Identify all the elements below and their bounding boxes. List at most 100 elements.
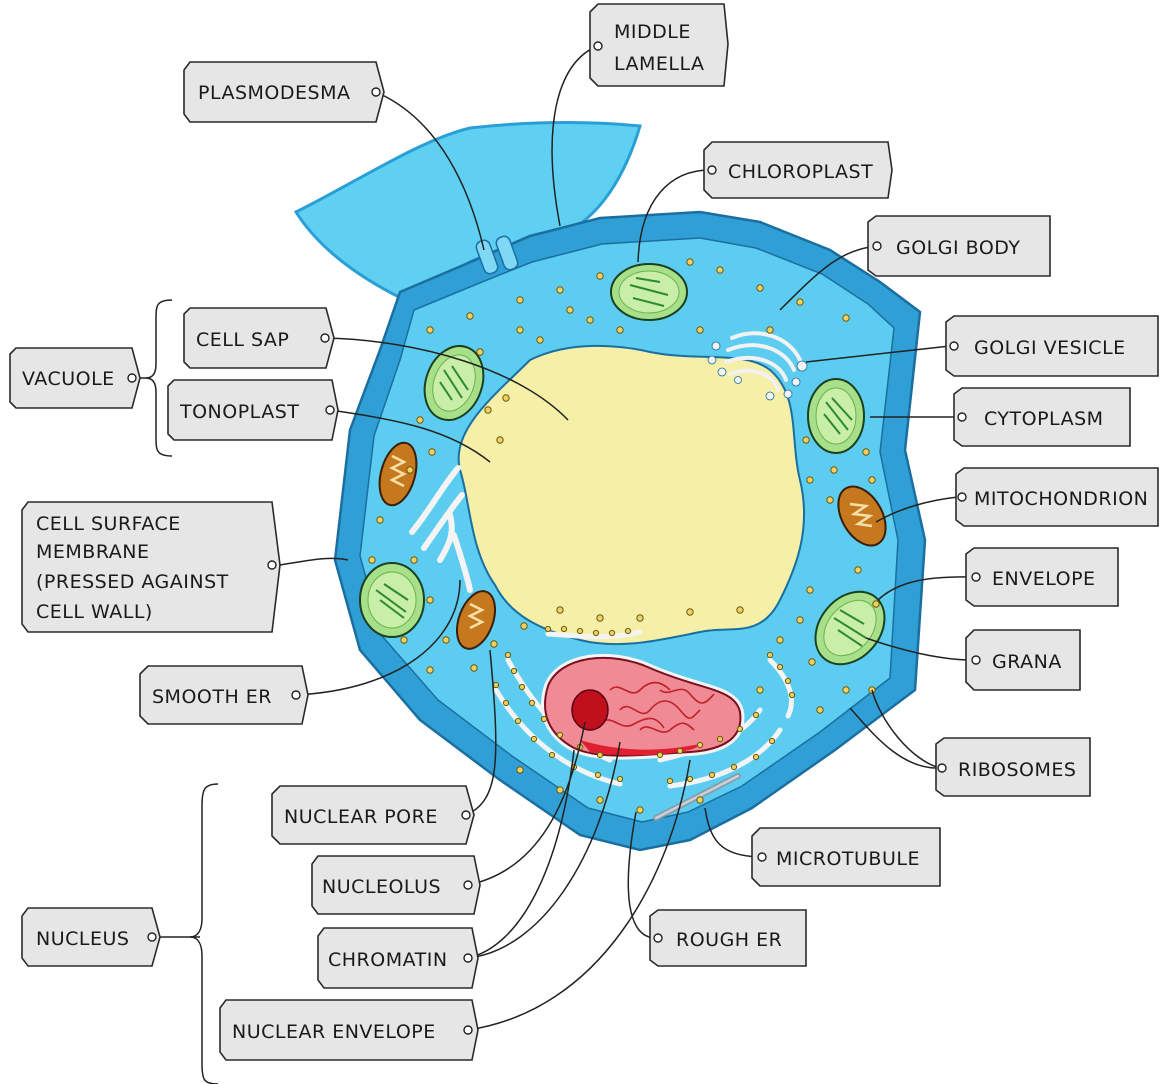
- ribosome-dot: [697, 742, 702, 747]
- ribosome-dot: [541, 716, 546, 721]
- ribosome-dot: [443, 637, 449, 643]
- svg-text:CELL WALL): CELL WALL): [36, 601, 153, 623]
- svg-text:RIBOSOMES: RIBOSOMES: [958, 759, 1076, 781]
- ribosome-dot: [637, 615, 643, 621]
- label-vacuole: VACUOLE: [10, 348, 140, 408]
- label-nuclear-pore: NUCLEAR PORE: [272, 786, 474, 844]
- ribosome-dot: [797, 299, 803, 305]
- ribosome-dot: [377, 517, 383, 523]
- svg-text:CELL SAP: CELL SAP: [196, 329, 289, 351]
- ribosome-dot: [521, 623, 527, 629]
- svg-text:ENVELOPE: ENVELOPE: [992, 568, 1096, 590]
- label-nucleolus: NUCLEOLUS: [312, 856, 480, 914]
- svg-text:(PRESSED AGAINST: (PRESSED AGAINST: [36, 571, 229, 593]
- svg-text:NUCLEOLUS: NUCLEOLUS: [322, 876, 441, 898]
- ribosome-dot: [401, 637, 407, 643]
- ribosome-dot: [537, 337, 543, 343]
- label-smooth-er: SMOOTH ER: [140, 666, 308, 724]
- ribosome-dot: [467, 313, 473, 319]
- ribosome-dot: [767, 327, 773, 333]
- svg-text:MIDDLE: MIDDLE: [614, 21, 691, 43]
- svg-text:CHLOROPLAST: CHLOROPLAST: [728, 161, 873, 183]
- ribosome-dot: [717, 736, 722, 741]
- label-chromatin: CHROMATIN: [318, 928, 478, 988]
- ribosome-dot: [407, 467, 413, 473]
- ribosome-dot: [831, 467, 837, 473]
- ribosome-dot: [531, 736, 536, 741]
- ribosome-dot: [529, 700, 534, 705]
- ribosome-dot: [753, 754, 758, 759]
- ribosome-dot: [855, 567, 861, 573]
- ribosome-dot: [797, 617, 803, 623]
- ribosome-dot: [737, 607, 743, 613]
- label-nuclear-envelope: NUCLEAR ENVELOPE: [220, 1000, 478, 1060]
- ribosome-dot: [657, 752, 662, 757]
- svg-text:LAMELLA: LAMELLA: [614, 53, 705, 75]
- ribosome-dot: [427, 667, 433, 673]
- ribosome-dot: [427, 327, 433, 333]
- ribosome-dot: [617, 327, 623, 333]
- label-plasmodesma: PLASMODESMA: [184, 62, 384, 122]
- svg-text:GRANA: GRANA: [992, 651, 1062, 673]
- ribosome-dot: [863, 449, 869, 455]
- ribosome-dot: [827, 497, 833, 503]
- ribosome-dot: [503, 395, 509, 401]
- ribosome-dot: [595, 772, 600, 777]
- ribosome-dot: [843, 687, 849, 693]
- ribosome-dot: [717, 267, 723, 273]
- ribosome-dot: [687, 609, 693, 615]
- label-rough-er: ROUGH ER: [650, 910, 806, 966]
- ribosome-dot: [491, 641, 497, 647]
- svg-text:VACUOLE: VACUOLE: [22, 368, 115, 390]
- ribosome-dot: [369, 557, 375, 563]
- ribosome-dot: [807, 477, 813, 483]
- ribosome-dot: [709, 772, 714, 777]
- ribosome-dot: [697, 797, 703, 803]
- ribosome-dot: [789, 692, 794, 697]
- ribosome-dot: [753, 712, 758, 717]
- ribosome-dot: [597, 273, 603, 279]
- svg-text:CYTOPLASM: CYTOPLASM: [984, 408, 1104, 430]
- ribosome-dot: [471, 665, 477, 671]
- ribosome-dot: [427, 597, 433, 603]
- label-nucleus: NUCLEUS: [22, 908, 160, 966]
- label-mitochondrion: MITOCHONDRION: [956, 468, 1158, 526]
- ribosome-dot: [625, 628, 630, 633]
- svg-text:PLASMODESMA: PLASMODESMA: [198, 82, 350, 104]
- svg-text:ROUGH ER: ROUGH ER: [676, 929, 782, 951]
- ribosome-dot: [597, 752, 602, 757]
- ribosome-dot: [557, 787, 563, 793]
- ribosome-dot: [757, 285, 763, 291]
- label-golgi-vesicle: GOLGI VESICLE: [946, 316, 1158, 376]
- ribosome-dot: [549, 752, 554, 757]
- ribosome-dot: [597, 615, 603, 621]
- ribosome-dot: [485, 407, 491, 413]
- label-tonoplast: TONOPLAST: [168, 380, 338, 440]
- nucleolus: [572, 690, 608, 730]
- ribosome-dot: [597, 797, 603, 803]
- ribosome-dot: [697, 327, 703, 333]
- ribosome-dot: [809, 659, 815, 665]
- label-envelope: ENVELOPE: [966, 548, 1118, 606]
- vacuole: [459, 346, 804, 644]
- svg-text:SMOOTH ER: SMOOTH ER: [152, 686, 272, 708]
- ribosome-dot: [609, 630, 614, 635]
- ribosome-dot: [677, 748, 682, 753]
- ribosome-dot: [687, 776, 692, 781]
- label-grana: GRANA: [966, 630, 1080, 690]
- ribosome-dot: [757, 687, 763, 693]
- ribosome-dot: [557, 607, 563, 613]
- svg-text:CELL SURFACE: CELL SURFACE: [36, 513, 181, 535]
- ribosome-dot: [637, 807, 643, 813]
- ribosome-dot: [505, 652, 510, 657]
- ribosome-dot: [687, 259, 693, 265]
- ribosome-dot: [737, 726, 742, 731]
- ribosome-dot: [511, 668, 516, 673]
- ribosome-dot: [767, 652, 772, 657]
- ribosome-dot: [515, 718, 520, 723]
- ribosome-dot: [843, 315, 849, 321]
- svg-text:MEMBRANE: MEMBRANE: [36, 541, 149, 563]
- ribosome-dot: [411, 557, 417, 563]
- ribosome-dot: [731, 764, 736, 769]
